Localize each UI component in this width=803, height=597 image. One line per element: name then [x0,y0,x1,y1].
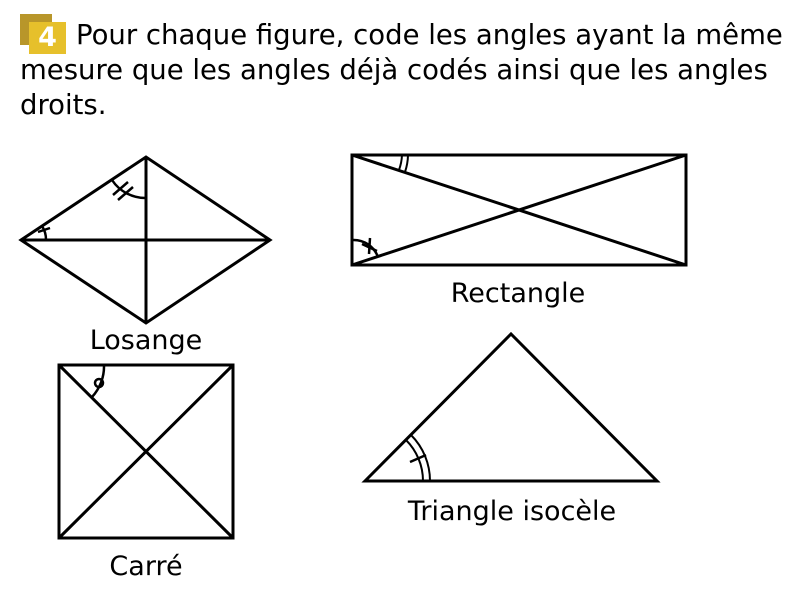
rhombus-figure [18,155,273,325]
isosceles-triangle-figure [361,331,661,483]
rectangle-figure [350,153,688,267]
square-figure [57,363,235,540]
angle-mark-single [40,225,48,241]
label-triangle: Triangle isocèle [407,496,617,527]
label-rectangle: Rectangle [450,278,586,309]
label-carre: Carré [109,551,183,582]
exercise-instruction: Pour chaque figure, code les angles ayan… [20,19,783,121]
exercise-number-badge: 4 [29,22,66,54]
label-losange: Losange [89,325,203,356]
